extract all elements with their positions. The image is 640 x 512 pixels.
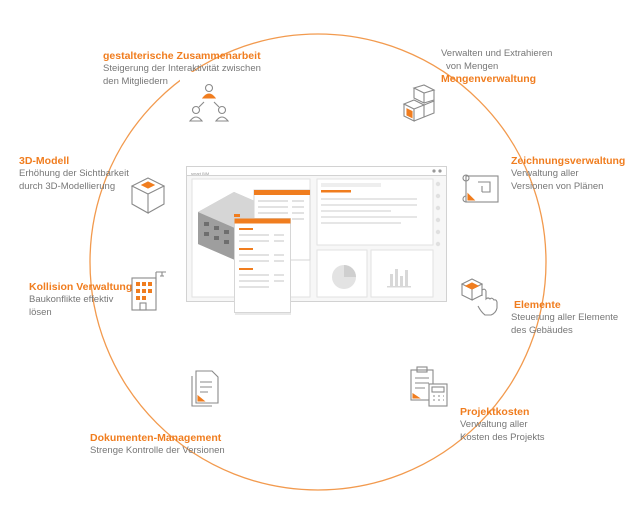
stacked-boxes-icon [400,84,442,128]
pie-chart-icon [332,265,356,289]
feature-desc: Steuerung aller Elemente [511,312,619,323]
3d-cube-icon [128,176,168,216]
feature-desc: Erhöhung der Sichtbarkeit [19,168,129,179]
feature-desc: Verwaltung aller [511,168,579,179]
building-crane-icon [126,266,170,314]
feature-desc: Kosten des Projekts [460,431,545,443]
feature-title: Projektkosten [460,406,530,418]
feature-desc: von Mengen [446,60,499,72]
feature-dokumente: Dokumenten-Management Strenge Kontrolle … [90,432,225,458]
feature-title: Elemente [514,299,561,311]
feature-title: Zeichnungsverwaltung [511,155,626,167]
clipboard-calculator-icon [407,364,453,410]
feature-desc: Baukonflikte effektiv [29,294,114,305]
feature-desc: Versionen von Plänen [511,180,604,192]
documents-icon [186,368,226,410]
feature-projektkosten: Projektkosten Verwaltung aller Kosten de… [460,406,545,444]
feature-desc: durch 3D-Modellierung [19,180,116,192]
feature-desc: Strenge Kontrolle der Versionen [90,445,225,456]
cube-hand-icon [458,276,504,316]
team-collaboration-icon [188,80,230,126]
feature-title: 3D-Modell [19,155,70,167]
feature-desc: lösen [29,306,52,318]
doc-card-front [234,218,294,323]
feature-desc: Verwalten und Extrahieren [441,48,553,59]
feature-kollision: Kollision Verwaltung Baukonflikte effekt… [29,281,132,319]
feature-desc: Verwaltung aller [460,419,528,430]
feature-title: Mengenverwaltung [441,73,537,85]
feature-title: gestalterische Zusammenarbeit [103,50,261,62]
feature-elemente: Elemente Steuerung aller Elemente des Ge… [511,299,618,337]
feature-title: Kollision Verwaltung [29,281,133,293]
feature-desc: den Mitgliedern [103,75,168,87]
feature-zusammenarbeit: gestalterische Zusammenarbeit Steigerung… [103,50,261,88]
feature-modell3d: 3D-Modell Erhöhung der Sichtbarkeit durc… [19,155,129,193]
blueprint-icon [462,172,502,208]
feature-desc: Steigerung der Interaktivität zwischen [103,63,261,74]
feature-desc: des Gebäudes [511,324,573,336]
feature-zeichnung: Zeichnungsverwaltung Verwaltung aller Ve… [511,155,625,193]
app-logo: smart BIM [191,171,210,176]
feature-mengen: Verwalten und Extrahieren von Mengen Men… [441,48,552,86]
app-window-mockup [186,166,448,323]
bar-chart-icon [387,269,411,288]
feature-title: Dokumenten-Management [90,432,222,444]
